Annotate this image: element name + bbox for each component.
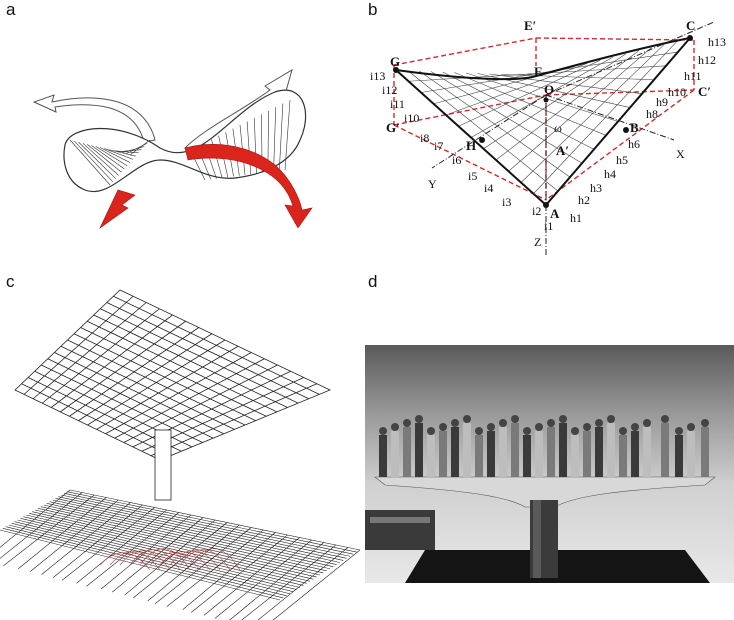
hypar-edges xyxy=(396,38,690,205)
label-O: O xyxy=(544,82,554,97)
historic-photo xyxy=(365,345,734,583)
panel-label-d: d xyxy=(368,272,377,292)
h-label: h6 xyxy=(628,137,640,151)
i-label: i3 xyxy=(502,195,511,209)
label-C: C xyxy=(686,18,695,33)
h-label: h10 xyxy=(668,85,686,99)
saddle-diagram xyxy=(0,0,350,260)
h-label: h13 xyxy=(708,35,726,49)
h-label: h5 xyxy=(616,153,628,167)
h-label: h8 xyxy=(646,107,658,121)
i-label: i5 xyxy=(468,169,477,183)
label-E-prime: E′ xyxy=(524,18,536,33)
i-label: i10 xyxy=(404,111,419,125)
i-label: i2 xyxy=(532,204,541,218)
label-omega: ω xyxy=(554,121,562,135)
i-label: i8 xyxy=(420,131,429,145)
h-label: h12 xyxy=(698,53,716,67)
label-G-prime: G′ xyxy=(386,120,400,135)
axis-Z: Z xyxy=(534,235,541,249)
h-label: h4 xyxy=(604,167,616,181)
h-label: h11 xyxy=(684,69,702,83)
hypar-geometry-diagram: E′ C G E O C′ G′ ω B H A′ A X Y Z i1i2i3… xyxy=(364,0,734,270)
h-label: h9 xyxy=(656,95,668,109)
red-arrow-tail xyxy=(100,190,135,228)
i-label: i6 xyxy=(452,153,461,167)
i-label: i11 xyxy=(390,97,405,111)
i-label: i13 xyxy=(370,69,385,83)
red-arrow xyxy=(185,144,312,228)
h-label: h3 xyxy=(590,181,602,195)
label-G: G xyxy=(390,54,400,69)
h-label: h2 xyxy=(578,193,590,207)
i-label: i12 xyxy=(382,83,397,97)
column xyxy=(155,430,171,500)
label-C-prime: C′ xyxy=(698,84,711,99)
i-label: i4 xyxy=(484,181,493,195)
axis-X: X xyxy=(676,147,685,161)
i-label: i1 xyxy=(544,219,553,233)
umbrella-wireframe xyxy=(0,280,360,620)
h-label: h1 xyxy=(570,211,582,225)
label-H: H xyxy=(466,138,476,153)
label-E: E xyxy=(534,64,543,79)
i-label: i7 xyxy=(434,139,443,153)
axis-Y: Y xyxy=(428,177,437,191)
label-B: B xyxy=(630,120,639,135)
label-A-prime: A′ xyxy=(556,143,569,158)
